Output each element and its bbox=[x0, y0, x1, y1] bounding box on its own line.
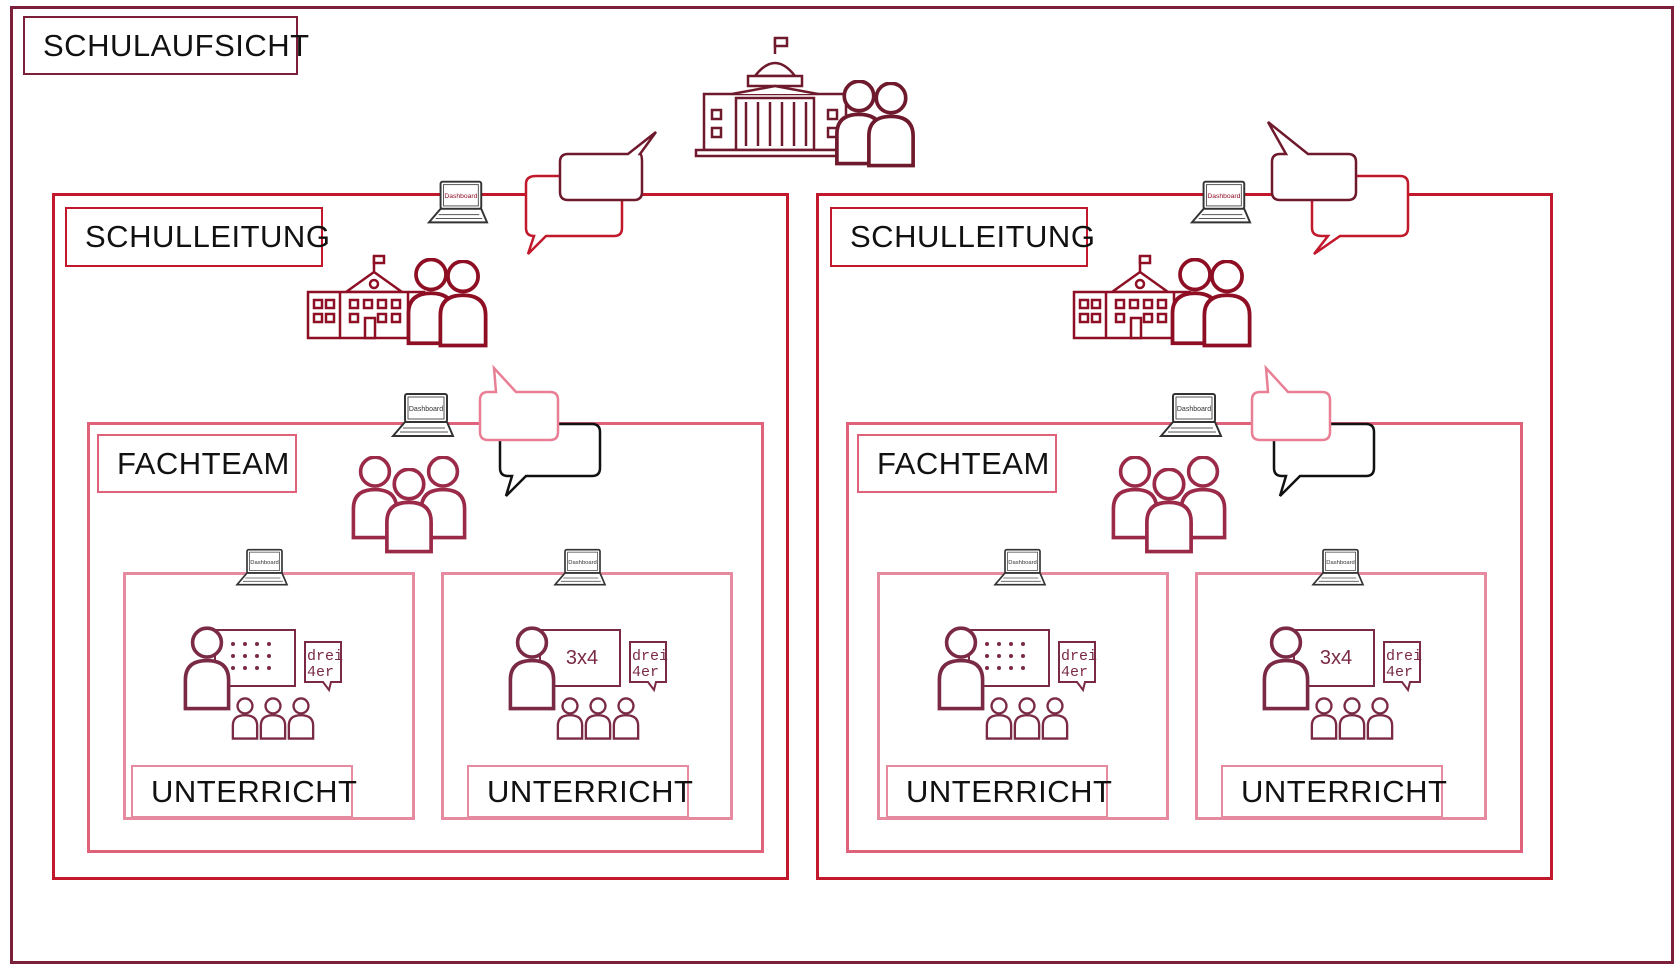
people-icon bbox=[835, 80, 918, 170]
laptop-screen-text: Dashboard bbox=[568, 560, 597, 566]
unterricht-label-right-1: UNTERRICHT bbox=[886, 765, 1112, 818]
teacher-icon bbox=[508, 626, 556, 711]
unterricht-label-left-1: UNTERRICHT bbox=[131, 765, 357, 818]
whiteboard-icon bbox=[1293, 629, 1375, 687]
laptop-screen-text: Dashboard bbox=[1008, 560, 1037, 566]
unterricht-label-left-2: UNTERRICHT bbox=[467, 765, 693, 818]
schulleitung-frame-right bbox=[816, 193, 1553, 880]
team-icon bbox=[351, 456, 467, 554]
students-icon bbox=[985, 697, 1069, 740]
bubble-line-2: 4er bbox=[1061, 664, 1088, 681]
schulleitung-label-left: SCHULLEITUNG bbox=[65, 207, 330, 267]
teacher-icon bbox=[1262, 626, 1310, 711]
speech-bubble-icon bbox=[1266, 121, 1358, 202]
fachteam-label-left: FACHTEAM bbox=[97, 434, 297, 493]
schulleitung-frame-left bbox=[52, 193, 789, 880]
teacher-icon bbox=[937, 626, 985, 711]
classroom-scene: 3x4 drei 4er bbox=[508, 626, 668, 740]
laptop-icon: Dashboard bbox=[554, 548, 606, 586]
people-icon bbox=[406, 258, 490, 348]
laptop-icon: Dashboard bbox=[392, 393, 454, 437]
unterricht-label-right-2: UNTERRICHT bbox=[1221, 765, 1447, 818]
students-icon bbox=[231, 697, 315, 740]
laptop-icon: Dashboard bbox=[994, 548, 1046, 586]
teacher-icon bbox=[183, 626, 231, 711]
classroom-scene: 3x4 drei 4er bbox=[1262, 626, 1422, 740]
speech-bubble-icon bbox=[1250, 364, 1332, 442]
schulaufsicht-frame bbox=[10, 6, 1674, 964]
students-icon bbox=[1310, 697, 1394, 740]
fachteam-label-right: FACHTEAM bbox=[857, 434, 1057, 493]
laptop-screen-text: Dashboard bbox=[1207, 193, 1240, 200]
team-icon bbox=[1111, 456, 1227, 554]
laptop-icon: Dashboard bbox=[1160, 393, 1222, 437]
laptop-screen-text: Dashboard bbox=[250, 560, 279, 566]
people-icon bbox=[1170, 258, 1254, 348]
bubble-line-2: 4er bbox=[307, 664, 334, 681]
bubble-line-1: drei bbox=[1386, 648, 1422, 665]
laptop-screen-text: Dashboard bbox=[409, 406, 443, 413]
bubble-line-1: drei bbox=[632, 648, 668, 665]
board-text: 3x4 bbox=[1320, 647, 1352, 669]
laptop-icon: Dashboard bbox=[1312, 548, 1364, 586]
laptop-screen-text: Dashboard bbox=[1177, 406, 1211, 413]
classroom-scene: drei 4er bbox=[937, 626, 1097, 740]
bubble-line-1: drei bbox=[307, 648, 343, 665]
bubble-line-2: 4er bbox=[632, 664, 659, 681]
bubble-line-1: drei bbox=[1061, 648, 1097, 665]
laptop-icon: Dashboard bbox=[1190, 180, 1252, 224]
students-icon bbox=[556, 697, 640, 740]
board-text: 3x4 bbox=[566, 647, 598, 669]
laptop-icon: Dashboard bbox=[427, 180, 489, 224]
schulleitung-label-right: SCHULLEITUNG bbox=[830, 207, 1095, 267]
classroom-scene: drei 4er bbox=[183, 626, 343, 740]
laptop-screen-text: Dashboard bbox=[444, 193, 477, 200]
bubble-line-2: 4er bbox=[1386, 664, 1413, 681]
government-building-icon bbox=[694, 36, 856, 158]
speech-bubble-icon bbox=[478, 364, 560, 442]
laptop-screen-text: Dashboard bbox=[1326, 560, 1355, 566]
schulaufsicht-label: SCHULAUFSICHT bbox=[23, 16, 309, 75]
laptop-icon: Dashboard bbox=[236, 548, 288, 586]
speech-bubble-icon bbox=[558, 131, 658, 202]
